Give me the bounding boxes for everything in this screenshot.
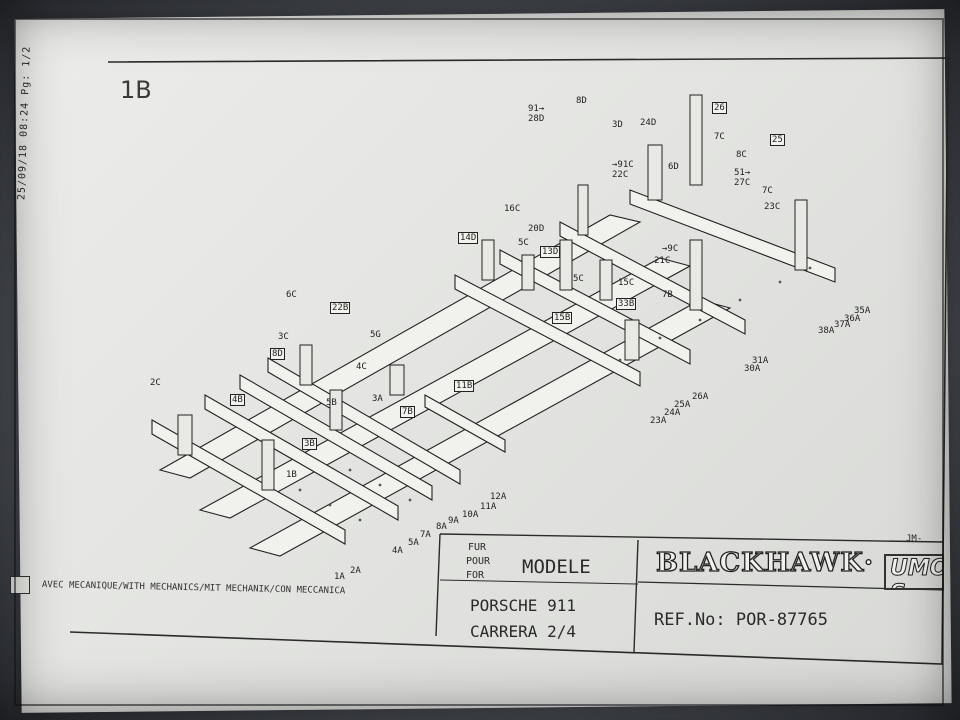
part-label-1b: 1B xyxy=(286,470,297,480)
legend-swatch xyxy=(10,576,30,594)
part-label-12a: 12A xyxy=(490,492,507,502)
part-label-26: 26 xyxy=(712,102,727,114)
jig-holes xyxy=(298,266,812,522)
part-label-26a: 26A xyxy=(692,392,709,402)
part-label-9cb: →9C xyxy=(662,244,679,254)
for-label-3: FOR xyxy=(466,570,485,581)
part-label-3a: 3A xyxy=(372,394,383,404)
part-label-28d: 28D xyxy=(528,114,545,124)
part-label-10a: 10A xyxy=(462,510,479,520)
part-label-91: 91→ xyxy=(528,104,545,114)
reference-number: REF.No: POR-87765 xyxy=(654,610,828,630)
for-label-1: FUR xyxy=(468,542,487,553)
part-label-38a: 38A xyxy=(818,326,835,336)
part-label-16c: 16C xyxy=(504,204,521,214)
part-label-24a: 24A xyxy=(664,408,681,418)
part-label-51: 51→ xyxy=(734,168,751,178)
brand-logo-box: UMO S xyxy=(884,554,944,590)
part-label-3d: 3D xyxy=(612,120,623,130)
brand-logo: BLACKHAWK· xyxy=(655,547,875,578)
part-label-5cb: 5C xyxy=(573,274,584,284)
part-label-25: 25 xyxy=(770,134,785,146)
title-block-divider-top xyxy=(439,533,945,543)
model-name: PORSCHE 911 xyxy=(470,596,576,615)
crossbar-9 xyxy=(629,189,836,283)
part-label-8d: 8D xyxy=(576,96,587,106)
modele-label: MODELE xyxy=(522,556,591,578)
part-label-20d: 20D xyxy=(528,224,545,234)
part-label-11a: 11A xyxy=(480,502,497,512)
part-label-5c: 5C xyxy=(518,238,529,248)
part-label-5b: 5B xyxy=(326,398,337,408)
model-variant: CARRERA 2/4 xyxy=(470,622,576,641)
title-block-divider-row xyxy=(439,579,639,585)
part-label-8d2: 8D xyxy=(270,348,285,360)
part-label-27c: 27C xyxy=(734,178,751,188)
crossbar-1 xyxy=(151,419,346,545)
corner-mark: JM- xyxy=(906,534,923,544)
part-label-4b: 4B xyxy=(230,394,245,406)
part-label-36a: 36A xyxy=(844,314,861,324)
part-label-3c: 3C xyxy=(278,332,289,342)
part-label-22b: 22B xyxy=(330,302,351,314)
crossbar-3 xyxy=(239,374,433,501)
for-label-2: POUR xyxy=(466,556,491,567)
part-label-1a: 1A xyxy=(334,572,345,582)
part-label-9a: 9A xyxy=(448,516,459,526)
crossbar-2 xyxy=(204,394,399,521)
part-label-7b: 7B xyxy=(662,290,673,300)
part-label-4c: 4C xyxy=(356,362,367,372)
part-label-23a: 23A xyxy=(650,416,667,426)
sheet-border xyxy=(69,57,949,665)
part-label-8c: 8C xyxy=(736,150,747,160)
crossbar-6 xyxy=(454,274,641,387)
part-label-9c: →91C xyxy=(612,160,634,170)
sheet-number: 1B xyxy=(120,76,152,104)
part-label-5g: 5G xyxy=(370,330,381,340)
part-label-7a: 7A xyxy=(420,530,431,540)
part-label-6c: 6C xyxy=(286,290,297,300)
title-block-divider-left xyxy=(435,533,441,637)
part-label-3b: 3B xyxy=(302,438,317,450)
part-label-21c: 21C xyxy=(654,256,671,266)
part-label-25a: 25A xyxy=(674,400,691,410)
part-label-33b: 33B xyxy=(616,298,637,310)
part-label-37a: 37A xyxy=(834,320,851,330)
part-label-31a: 31A xyxy=(752,356,769,366)
crossbar-5 xyxy=(424,394,506,453)
part-label-7b2: 7B xyxy=(400,406,415,418)
part-label-6d: 6D xyxy=(668,162,679,172)
part-label-23c: 23C xyxy=(764,202,781,212)
part-label-15b: 15B xyxy=(552,312,573,324)
crossbar-7 xyxy=(499,249,691,365)
part-label-2c: 2C xyxy=(150,378,161,388)
part-label-4a: 4A xyxy=(392,546,403,556)
part-label-35a: 35A xyxy=(854,306,871,316)
crossbar-4 xyxy=(267,357,461,485)
part-label-14d: 14D xyxy=(458,232,479,244)
part-label-7c: 7C xyxy=(714,132,725,142)
part-label-2a: 2A xyxy=(350,566,361,576)
title-block-divider-mid xyxy=(633,539,639,653)
jig-towers xyxy=(177,94,808,491)
part-label-22c: 22C xyxy=(612,170,629,180)
part-label-13d: 13D xyxy=(540,246,561,258)
part-label-15c: 15C xyxy=(618,278,635,288)
part-label-7c2: 7C xyxy=(762,186,773,196)
part-label-11b: 11B xyxy=(454,380,475,392)
part-label-5a: 5A xyxy=(408,538,419,548)
part-label-24d: 24D xyxy=(640,118,657,128)
part-label-8a: 8A xyxy=(436,522,447,532)
part-label-30a: 30A xyxy=(744,364,761,374)
